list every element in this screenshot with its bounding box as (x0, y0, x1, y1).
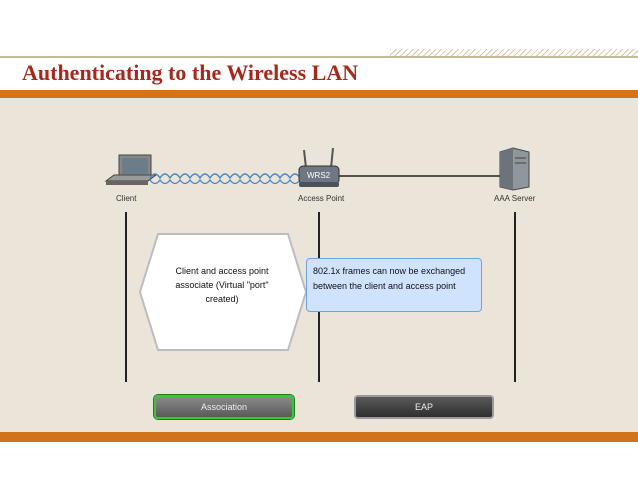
router-icon (298, 147, 340, 187)
server-icon (499, 147, 530, 191)
decorative-hatch (390, 49, 638, 57)
client-label: Client (116, 194, 137, 203)
aaa-server-label: AAA Server (494, 194, 536, 203)
eap-button[interactable]: EAP (354, 395, 494, 419)
laptop-icon (104, 154, 158, 185)
header-divider (0, 56, 638, 58)
server-timeline (514, 212, 516, 382)
slide-title: Authenticating to the Wireless LAN (22, 60, 359, 85)
association-message-text: Client and access point associate (Virtu… (175, 266, 269, 304)
router-tag: WRS2 (307, 171, 331, 180)
access-point-label: Access Point (298, 194, 345, 203)
title-accent-bar (0, 90, 638, 98)
association-message: Client and access point associate (Virtu… (140, 232, 304, 352)
association-arrow (138, 233, 308, 351)
eap-callout-text: 802.1x frames can now be exchanged betwe… (313, 266, 466, 291)
footer-accent-bar (0, 432, 638, 442)
client-timeline (125, 212, 127, 382)
wireless-link (149, 173, 301, 180)
eap-callout: 802.1x frames can now be exchanged betwe… (306, 258, 482, 312)
association-button[interactable]: Association (154, 395, 294, 419)
